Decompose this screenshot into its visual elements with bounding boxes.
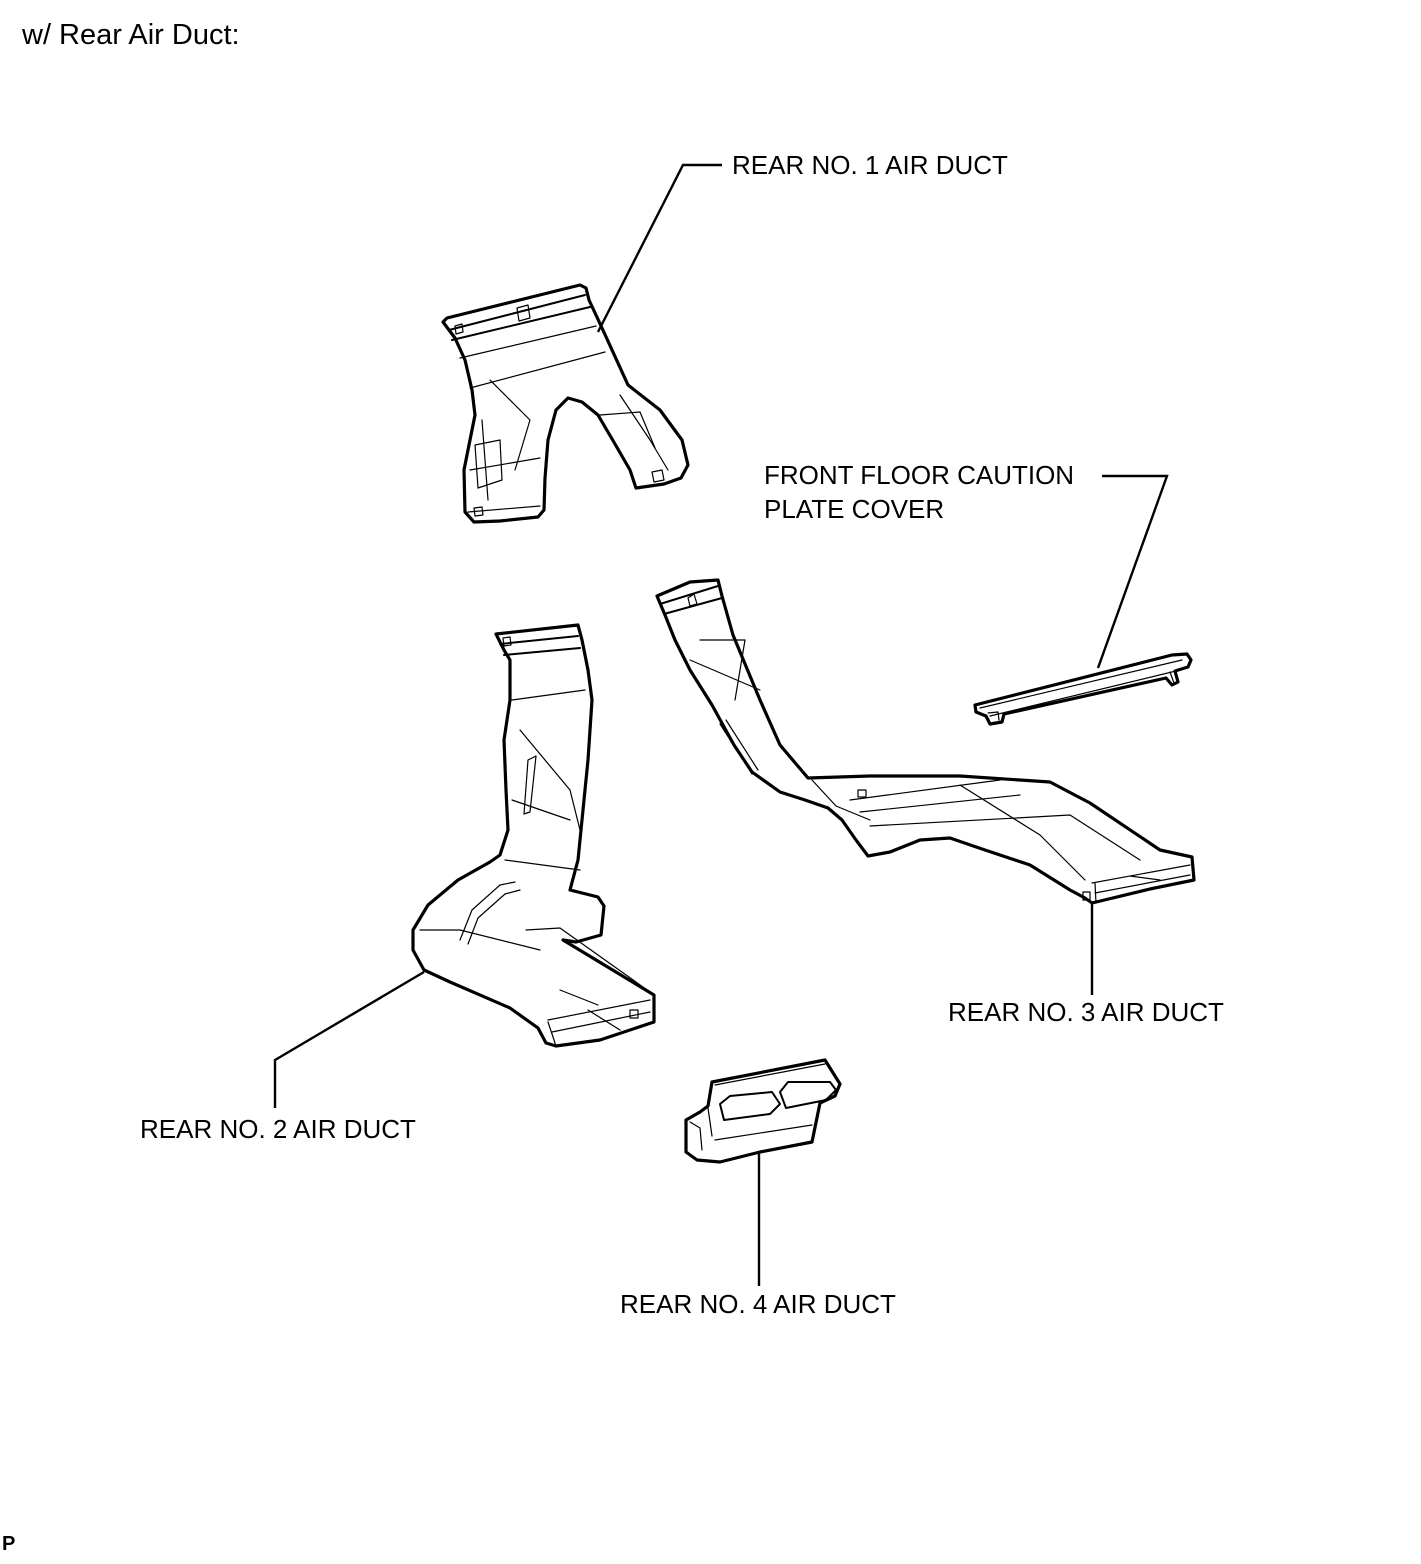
rear-no3-air-duct-part bbox=[655, 578, 1196, 905]
rear-no2-air-duct-part bbox=[411, 623, 656, 1048]
front-floor-caution-plate-cover-part bbox=[973, 652, 1193, 726]
leader-front-floor-caution-plate-cover bbox=[1096, 474, 1169, 669]
callout-line-2: PLATE COVER bbox=[764, 494, 945, 524]
leader-lines bbox=[273, 163, 1169, 1286]
callout-rear-no4-air-duct: REAR NO. 4 AIR DUCT bbox=[620, 1289, 896, 1319]
callout-front-floor-caution-plate-cover: FRONT FLOOR CAUTION PLATE COVER bbox=[764, 458, 1074, 526]
callout-rear-no3-air-duct: REAR NO. 3 AIR DUCT bbox=[948, 997, 1224, 1027]
illustration-code: P bbox=[2, 1533, 16, 1555]
callout-rear-no2-air-duct: REAR NO. 2 AIR DUCT bbox=[140, 1114, 416, 1144]
rear-no1-air-duct-part bbox=[441, 283, 690, 524]
page-title: w/ Rear Air Duct: bbox=[22, 19, 240, 51]
leader-rear-no2 bbox=[273, 970, 425, 1108]
rear-no4-air-duct-part bbox=[684, 1058, 842, 1164]
callout-line-1: FRONT FLOOR CAUTION bbox=[764, 460, 1075, 490]
leader-rear-no1 bbox=[596, 163, 722, 333]
callout-rear-no1-air-duct: REAR NO. 1 AIR DUCT bbox=[732, 150, 1008, 180]
